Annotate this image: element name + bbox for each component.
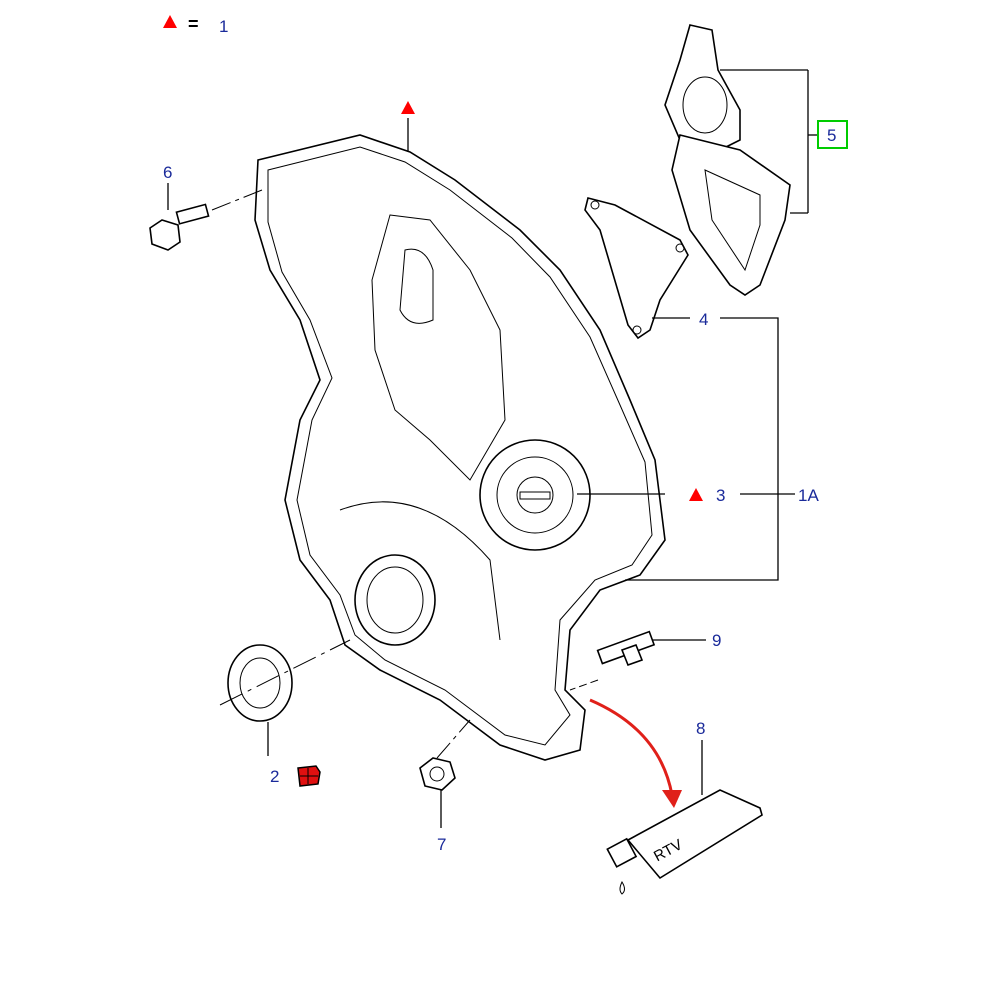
legend: = 1 xyxy=(163,14,228,36)
arrow-head-icon xyxy=(662,790,682,808)
callout-9[interactable]: 9 xyxy=(712,631,721,650)
callout-8[interactable]: 8 xyxy=(696,719,705,738)
bolt-part-6[interactable] xyxy=(149,189,263,251)
legend-equals: = xyxy=(188,14,199,34)
gasket-part-4[interactable] xyxy=(584,197,689,340)
stud-part-9[interactable] xyxy=(569,630,656,691)
callout-5[interactable]: 5 xyxy=(827,126,836,145)
apply-sealant-arrow xyxy=(589,698,674,796)
leader-lines xyxy=(167,69,818,828)
red-triangle-icon xyxy=(401,101,415,114)
red-triangle-icon xyxy=(163,15,177,28)
callout-4[interactable]: 4 xyxy=(699,310,708,329)
callout-5-highlight xyxy=(817,120,848,149)
red-triangle-icon xyxy=(689,488,703,501)
callout-6[interactable]: 6 xyxy=(163,163,172,182)
rtv-sealant-tube-part-8[interactable]: RTV xyxy=(606,789,763,895)
legend-value: 1 xyxy=(219,17,228,36)
callout-3[interactable]: 3 xyxy=(716,486,725,505)
timing-cover[interactable] xyxy=(254,134,666,761)
callout-7[interactable]: 7 xyxy=(437,835,446,854)
service-info-icon[interactable] xyxy=(297,765,321,787)
callout-2[interactable]: 2 xyxy=(270,767,279,786)
callout-1A[interactable]: 1A xyxy=(798,486,819,505)
nut-part-7[interactable] xyxy=(419,719,471,791)
gasket-set-part-5[interactable] xyxy=(664,24,791,296)
seal-part-2[interactable] xyxy=(219,639,351,722)
